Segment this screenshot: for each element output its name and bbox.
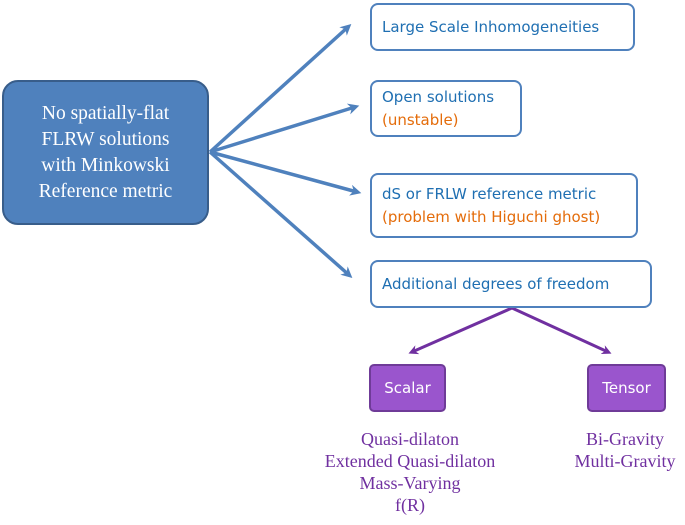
- main-box-line: Reference metric: [38, 180, 173, 202]
- tensor-theories-list: Bi-Gravity Multi-Gravity: [555, 428, 685, 472]
- arrow-to-tensor: [511, 306, 612, 354]
- scalar-label: Scalar: [384, 379, 431, 397]
- option-ds-frlw-reference-metric: dS or FRLW reference metric (problem wit…: [370, 173, 638, 238]
- scalar-theory-item: Extended Quasi-dilaton: [324, 451, 496, 471]
- scalar-theory-item: Quasi-dilaton: [361, 429, 459, 449]
- arrow-to-additional-degrees-of-freedom: [208, 150, 353, 278]
- option-large-scale-inhomogeneities: Large Scale Inhomogeneities: [370, 3, 635, 51]
- option-note: (problem with Higuchi ghost): [382, 207, 601, 226]
- option-title: Additional degrees of freedom: [382, 274, 610, 293]
- main-box-line: with Minkowski: [41, 154, 170, 176]
- main-box-minkowski: No spatially-flat FLRW solutions with Mi…: [2, 80, 209, 225]
- arrow-to-open-solutions: [209, 103, 360, 154]
- scalar-theory-item: f(R): [395, 495, 425, 515]
- scalar-theories-list: Quasi-dilaton Extended Quasi-dilaton Mas…: [300, 428, 520, 516]
- tensor-theory-item: Multi-Gravity: [574, 451, 676, 471]
- arrow-to-scalar: [408, 306, 513, 355]
- tensor-theory-item: Bi-Gravity: [586, 429, 664, 449]
- tensor-box: Tensor: [587, 364, 666, 412]
- tensor-label: Tensor: [602, 379, 651, 397]
- scalar-theory-item: Mass-Varying: [359, 473, 461, 493]
- arrow-to-ds-frlw-reference-metric: [209, 150, 362, 196]
- main-box-line: No spatially-flat: [41, 102, 170, 124]
- option-additional-degrees-of-freedom: Additional degrees of freedom: [370, 260, 652, 308]
- main-box-line: FLRW solutions: [41, 128, 170, 150]
- option-title: Open solutions: [382, 87, 495, 106]
- scalar-box: Scalar: [369, 364, 446, 412]
- option-title: dS or FRLW reference metric: [382, 184, 597, 203]
- option-note: (unstable): [382, 110, 459, 129]
- arrow-to-large-scale-inhomogeneities: [208, 23, 352, 154]
- option-title: Large Scale Inhomogeneities: [382, 17, 600, 36]
- option-open-solutions: Open solutions (unstable): [370, 80, 522, 137]
